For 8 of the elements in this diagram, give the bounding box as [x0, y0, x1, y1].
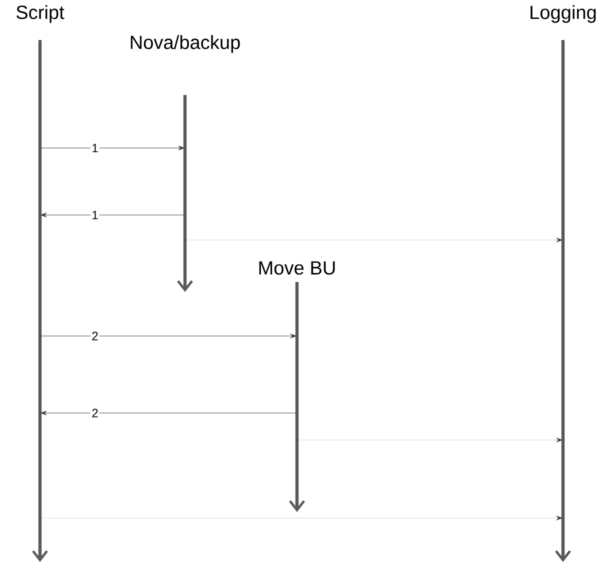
- edge-label: 1: [90, 142, 100, 154]
- lifeline-label: Nova/backup: [130, 35, 240, 53]
- lifeline-label: Script: [16, 5, 64, 23]
- edge-label: 2: [90, 408, 100, 418]
- edge-label: 2: [90, 330, 100, 342]
- lifeline-label: Logging: [530, 5, 596, 23]
- edge-label: 1: [90, 210, 100, 220]
- lifeline-label: Move BU: [259, 261, 335, 275]
